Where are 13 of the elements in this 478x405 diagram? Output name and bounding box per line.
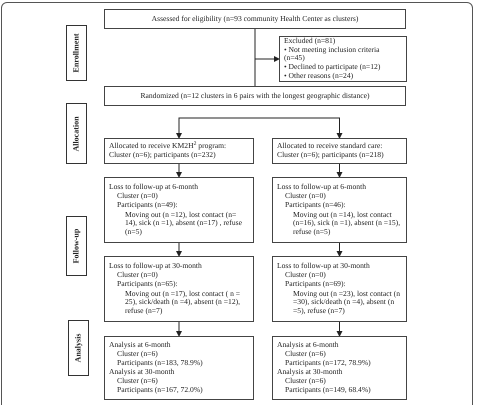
stage-label-box: Analysis (68, 320, 89, 376)
stage-label-box: Allocation (66, 103, 87, 164)
arrow (176, 118, 256, 139)
arrow (176, 164, 182, 178)
arrow (176, 242, 182, 257)
stage-label-box: Follow-up (66, 216, 87, 276)
stage-label-box: Enrollment (66, 25, 87, 81)
arrow (336, 164, 342, 178)
arrow (254, 118, 342, 139)
connector-line (254, 28, 256, 86)
arrow (176, 322, 182, 337)
arrow (336, 242, 342, 257)
arrow (336, 322, 342, 337)
